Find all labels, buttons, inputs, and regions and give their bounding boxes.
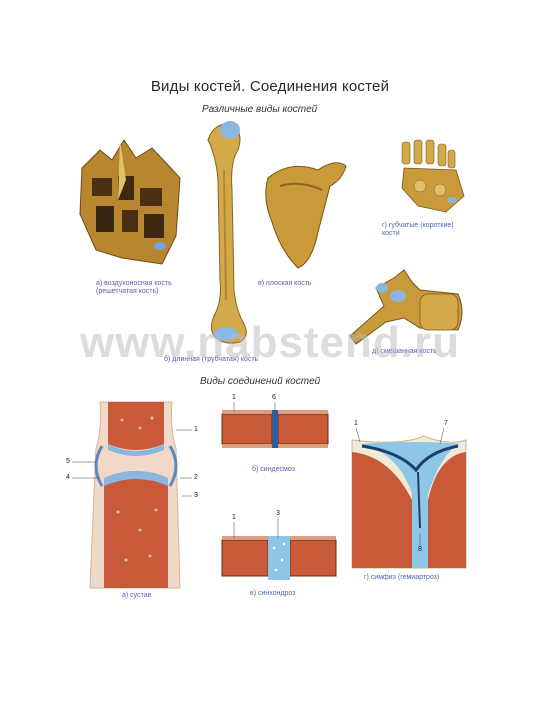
callout-6-syndesmosis: 6	[272, 394, 276, 401]
callout-4-joint: 4	[66, 474, 70, 481]
label-pneumatic-line1: а) воздухоносная кость	[96, 280, 172, 287]
callout-8-symphysis: 8	[418, 546, 422, 553]
label-pneumatic-line2: (решетчатая кость)	[96, 288, 159, 295]
label-pneumatic-bone: а) воздухоносная кость (решетчатая кость…	[96, 280, 172, 296]
label-mixed-bone: д) смешанная кость	[372, 348, 437, 355]
page-title: Виды костей. Соединения костей	[150, 78, 390, 95]
ethmoid-bone-image	[79, 139, 181, 265]
syndesmosis-diagram	[221, 402, 329, 448]
callout-3-synchondrosis: 3	[276, 510, 280, 517]
callout-3-joint: 3	[194, 492, 198, 499]
callout-1-syndesmosis: 1	[232, 394, 236, 401]
joint-diagram	[72, 401, 192, 589]
label-joint: а) сустав	[122, 592, 152, 599]
label-short-bones: г) губчатые (короткие) кости	[382, 222, 454, 238]
label-syndesmosis: б) синдесмоз	[252, 466, 295, 473]
callout-1-joint: 1	[194, 426, 198, 433]
vertebra-bone-image	[349, 269, 463, 345]
callout-7-symphysis: 7	[444, 420, 448, 427]
label-short-line1: г) губчатые (короткие)	[382, 222, 454, 229]
watermark: www.nabstend.ru	[79, 318, 461, 367]
callout-1-symphysis: 1	[354, 420, 358, 427]
label-long-bone: б) длинная (трубчатая) кость	[164, 356, 259, 363]
scapula-bone-image	[265, 162, 347, 269]
label-symphysis: г) симфиз (гемиартроз)	[364, 574, 440, 581]
section-joints-title: Виды соединений костей	[200, 376, 321, 387]
foot-bones-image	[401, 139, 465, 213]
humerus-bone-image	[207, 121, 247, 344]
callout-2-joint: 2	[194, 474, 198, 481]
label-short-line2: кости	[382, 230, 400, 237]
callout-5-joint: 5	[66, 458, 70, 465]
section-bones-title: Различные виды костей	[202, 104, 318, 115]
callout-1-synchondrosis: 1	[232, 514, 236, 521]
synchondrosis-diagram	[221, 518, 337, 580]
symphysis-diagram	[351, 427, 467, 569]
label-flat-bone: в) плоская кость	[258, 280, 312, 287]
label-synchondrosis: в) синхондроз	[250, 590, 296, 597]
